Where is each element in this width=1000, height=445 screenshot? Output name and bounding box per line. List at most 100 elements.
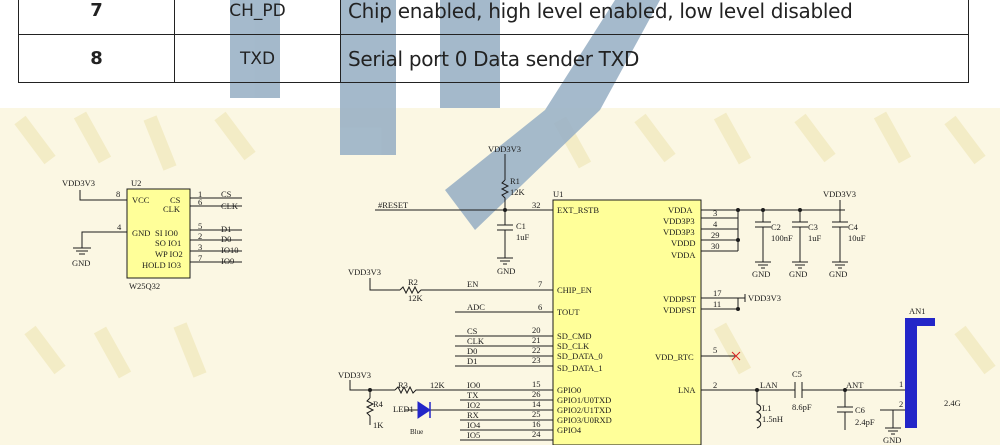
r1-ref: R1 (510, 176, 520, 186)
pin-name: CHIP_EN (557, 285, 592, 295)
r1-value: 12K (510, 187, 526, 197)
r3-ref: R3 (398, 380, 408, 390)
pin-num: 30 (711, 241, 720, 251)
c1-wire (497, 210, 513, 258)
flash-pin-wires (190, 197, 242, 263)
flash-pin-num: 6 (198, 197, 202, 207)
flash-gnd-wire (81, 231, 127, 248)
r4-ref: R4 (373, 399, 384, 409)
net-label: IO4 (467, 420, 481, 430)
c3-cap (792, 210, 808, 262)
net-label: CS (467, 326, 478, 336)
flash-pin-name: VCC (132, 195, 150, 205)
l1-ref: L1 (762, 403, 771, 413)
pin-name: VDDPST (663, 305, 697, 315)
pin-name: TOUT (557, 307, 580, 317)
pin-num: 32 (532, 200, 541, 210)
gnd-label: GND (829, 269, 847, 279)
net-label: D0 (467, 346, 477, 356)
decap-rail-label: VDD3V3 (823, 189, 856, 199)
pin-num: 14 (532, 399, 541, 409)
flash-net-label: D0 (221, 234, 231, 244)
net-label: ADC (467, 302, 485, 312)
flash-pin-num: 5 (198, 221, 202, 231)
pin-num: 6 (538, 302, 542, 312)
flash-vcc-wire (79, 190, 127, 201)
pin-num: 3 (713, 208, 717, 218)
net-label: #RESET (378, 200, 409, 210)
l1-value: 1.5nH (762, 414, 783, 424)
pin-num: 21 (532, 335, 541, 345)
ground-symbol (497, 257, 513, 265)
antenna-pin-num: 1 (899, 379, 903, 389)
pin-name: SD_CLK (557, 341, 590, 351)
flash-net-label: CLK (221, 201, 239, 211)
pin-name: GPIO2/U1TXD (557, 405, 611, 415)
flash-pin-num: 2 (198, 231, 202, 241)
pin-number-cell: 8 (18, 34, 175, 83)
ant-label: ANT (846, 380, 864, 390)
pin-name-cell: TXD (174, 34, 341, 83)
net-label: CLK (467, 336, 485, 346)
antenna-ref: AN1 (909, 306, 926, 316)
r2-ref: R2 (408, 277, 418, 287)
mcu-designator: U1 (553, 189, 563, 199)
pin-description-cell: Serial port 0 Data sender TXD (340, 34, 969, 83)
table-row: 8 TXD Serial port 0 Data sender TXD (18, 34, 969, 83)
r1-rail-label: VDD3V3 (488, 144, 521, 154)
pin-name: VDD3P3 (663, 227, 695, 237)
junction-dots (368, 208, 847, 392)
sd-bus-wires (455, 335, 553, 367)
flash-pin-num: 4 (117, 222, 122, 232)
r3-resistor (394, 385, 460, 395)
antenna-wire (880, 409, 905, 428)
flash-pin-num: 8 (116, 189, 120, 199)
c6-value: 2.4pF (855, 417, 875, 427)
pin-num: 26 (532, 389, 541, 399)
flash-pin-name: WP IO2 (155, 249, 183, 259)
c5-cap (794, 382, 803, 398)
pin-name: GPIO0 (557, 385, 581, 395)
pin-name: LNA (678, 385, 696, 395)
mcu-chip-body (552, 199, 702, 445)
pin-num: 22 (532, 345, 541, 355)
net-label: IO5 (467, 430, 480, 440)
flash-pin-num: 3 (198, 242, 202, 252)
flash-net-label: IO10 (221, 245, 238, 255)
c1-ref: C1 (516, 221, 526, 231)
flash-net-label: D1 (221, 224, 231, 234)
c3-value: 1uF (808, 233, 822, 243)
pin-name: EXT_RSTB (557, 205, 599, 215)
ground-symbol (73, 247, 91, 255)
pin-description-table: 7 CH_PD Chip enabled, high level enabled… (18, 0, 969, 83)
pin-num: 5 (713, 345, 717, 355)
pin-name: GPIO4 (557, 425, 582, 435)
flash-net-label: IO9 (221, 256, 234, 266)
net-label: D1 (467, 356, 477, 366)
pin-name: VDD3P3 (663, 216, 695, 226)
net-label: RX (467, 410, 479, 420)
c5-value: 8.6pF (792, 402, 812, 412)
power-wires (701, 209, 845, 252)
r2-resistor (399, 285, 553, 295)
c4-cap (832, 200, 848, 262)
pin-name: SD_DATA_0 (557, 351, 603, 361)
pin-name: VDDA (671, 250, 696, 260)
lan-label: LAN (760, 380, 777, 390)
flash-pin-name: HOLD IO3 (142, 260, 181, 270)
pin-num: 16 (532, 419, 541, 429)
c2-ref: C2 (771, 222, 781, 232)
l1-inductor (755, 390, 762, 429)
r2-value: 12K (408, 293, 424, 303)
flash-net-label: CS (221, 189, 232, 199)
pin-num: 2 (713, 380, 717, 390)
pin-name: GPIO3/U0RXD (557, 415, 612, 425)
flash-pin-name: SO IO1 (155, 238, 181, 248)
gnd-label: GND (789, 269, 807, 279)
flash-pin-name: CLK (163, 204, 181, 214)
flash-pin-num: 7 (198, 253, 202, 263)
r2-rail-label: VDD3V3 (348, 267, 381, 277)
pin-num: 4 (713, 219, 718, 229)
c2-value: 100nF (771, 233, 793, 243)
